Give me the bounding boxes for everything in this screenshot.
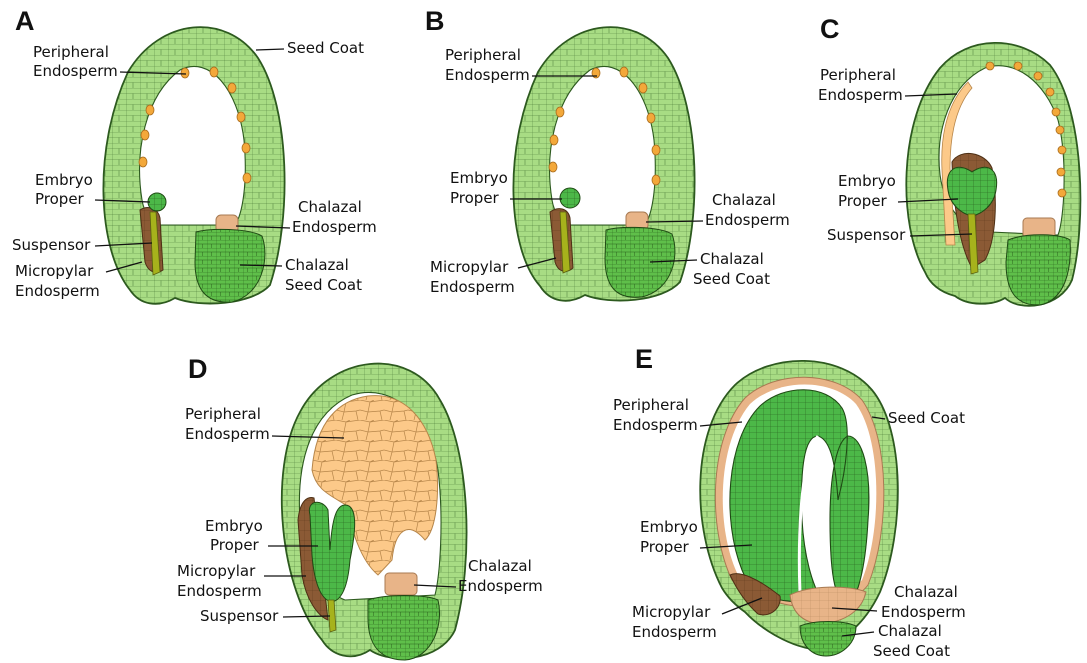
label-micropylar-endosperm-d-2: Endosperm bbox=[177, 582, 262, 600]
label-embryo-proper-a-2: Proper bbox=[35, 190, 85, 208]
label-peripheral-endosperm-b-2: Endosperm bbox=[445, 66, 530, 84]
label-peripheral-endosperm-b-1: Peripheral bbox=[445, 46, 521, 64]
label-micropylar-endosperm-a-1: Micropylar bbox=[15, 262, 94, 280]
label-chalazal-seed-coat-e-1: Chalazal bbox=[878, 622, 942, 640]
label-peripheral-endosperm-a-2: Endosperm bbox=[33, 62, 118, 80]
chalazal-endosperm-d bbox=[385, 573, 417, 595]
panel-letter-d: D bbox=[188, 354, 208, 384]
label-micropylar-endosperm-d-1: Micropylar bbox=[177, 562, 256, 580]
label-micropylar-endosperm-b-1: Micropylar bbox=[430, 258, 509, 276]
label-chalazal-seed-coat-a-1: Chalazal bbox=[285, 256, 349, 274]
label-embryo-proper-e-2: Proper bbox=[640, 538, 690, 556]
label-embryo-proper-c-1: Embryo bbox=[838, 172, 896, 190]
label-peripheral-endosperm-a-1: Peripheral bbox=[33, 43, 109, 61]
label-embryo-proper-e-1: Embryo bbox=[640, 518, 698, 536]
label-micropylar-endosperm-e-2: Endosperm bbox=[632, 623, 717, 641]
panel-letter-c: C bbox=[820, 14, 840, 44]
label-embryo-proper-d-1: Embryo bbox=[205, 517, 263, 535]
label-embryo-proper-b-2: Proper bbox=[450, 189, 500, 207]
panel-letter-a: A bbox=[15, 6, 35, 36]
panel-d: D Peripheral Endosperm Embryo Proper Mic… bbox=[177, 354, 543, 660]
label-seed-coat-a: Seed Coat bbox=[287, 39, 364, 57]
label-peripheral-endosperm-d-1: Peripheral bbox=[185, 405, 261, 423]
label-peripheral-endosperm-c-2: Endosperm bbox=[818, 86, 903, 104]
label-chalazal-endosperm-b-2: Endosperm bbox=[705, 211, 790, 229]
panel-a: A Peripheral Endosperm bbox=[12, 6, 377, 304]
label-suspensor-c: Suspensor bbox=[827, 226, 906, 244]
chalazal-seed-coat-e bbox=[800, 622, 856, 657]
label-micropylar-endosperm-e-1: Micropylar bbox=[632, 603, 711, 621]
panel-c: C Peripheral Endosperm Embryo Proper bbox=[818, 14, 1080, 306]
label-seed-coat-e: Seed Coat bbox=[888, 409, 965, 427]
panel-letter-e: E bbox=[635, 344, 653, 374]
label-peripheral-endosperm-c-1: Peripheral bbox=[820, 66, 896, 84]
label-chalazal-seed-coat-e-2: Seed Coat bbox=[873, 642, 950, 660]
label-chalazal-seed-coat-b-2: Seed Coat bbox=[693, 270, 770, 288]
label-chalazal-endosperm-d-1: Chalazal bbox=[468, 557, 532, 575]
label-chalazal-endosperm-d-2: Endosperm bbox=[458, 577, 543, 595]
label-embryo-proper-b-1: Embryo bbox=[450, 169, 508, 187]
label-micropylar-endosperm-b-2: Endosperm bbox=[430, 278, 515, 296]
embryo-proper-a bbox=[148, 193, 166, 211]
embryo-proper-b bbox=[560, 188, 580, 208]
label-embryo-proper-a-1: Embryo bbox=[35, 171, 93, 189]
label-embryo-proper-d-2: Proper bbox=[210, 536, 260, 554]
label-suspensor-d: Suspensor bbox=[200, 607, 279, 625]
label-chalazal-endosperm-b-1: Chalazal bbox=[712, 191, 776, 209]
label-suspensor-a: Suspensor bbox=[12, 236, 91, 254]
panel-b: B Peripheral Endosperm Embryo Proper Mic… bbox=[425, 6, 790, 301]
label-peripheral-endosperm-e-2: Endosperm bbox=[613, 416, 698, 434]
label-embryo-proper-c-2: Proper bbox=[838, 192, 888, 210]
label-peripheral-endosperm-d-2: Endosperm bbox=[185, 425, 270, 443]
label-chalazal-endosperm-a-1: Chalazal bbox=[298, 198, 362, 216]
label-chalazal-seed-coat-a-2: Seed Coat bbox=[285, 276, 362, 294]
label-chalazal-endosperm-e-1: Chalazal bbox=[894, 583, 958, 601]
label-chalazal-endosperm-a-2: Endosperm bbox=[292, 218, 377, 236]
label-peripheral-endosperm-e-1: Peripheral bbox=[613, 396, 689, 414]
panel-letter-b: B bbox=[425, 6, 445, 36]
panel-e: E Peripheral Endosperm Seed Coat Embryo … bbox=[613, 344, 966, 660]
label-chalazal-seed-coat-b-1: Chalazal bbox=[700, 250, 764, 268]
label-micropylar-endosperm-a-2: Endosperm bbox=[15, 282, 100, 300]
label-chalazal-endosperm-e-2: Endosperm bbox=[881, 603, 966, 621]
